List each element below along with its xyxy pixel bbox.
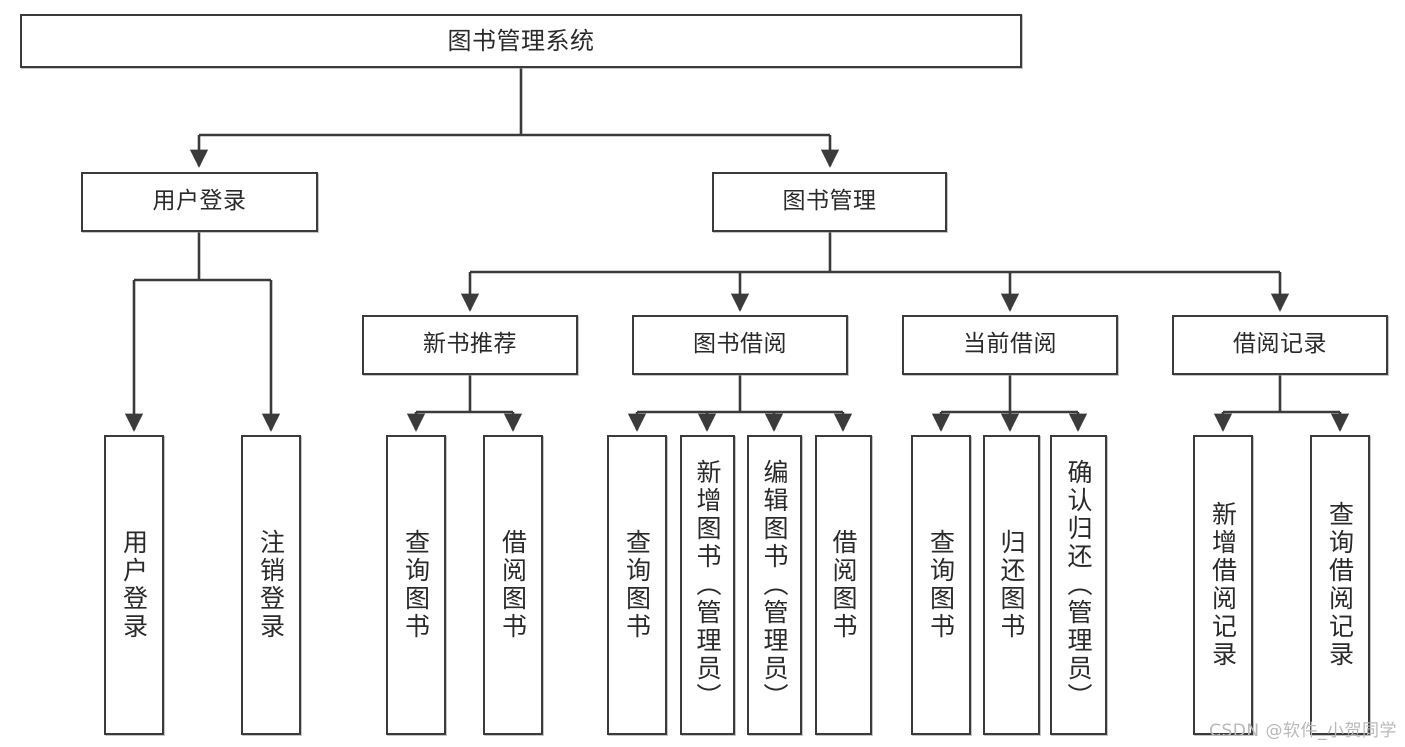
leaf-label: 借阅图书 [498,529,528,641]
node-current-borrow[interactable]: 当前借阅 [902,315,1118,375]
leaf-label: 查询图书 [401,529,431,641]
leaf-user-login-1[interactable]: 注销登录 [241,435,301,735]
leaf-label: 注销登录 [256,529,286,641]
node-current-borrow-label: 当前借阅 [963,331,1057,358]
leaf-user-login-0[interactable]: 用户登录 [104,435,164,735]
node-new-book-rec[interactable]: 新书推荐 [362,315,578,375]
watermark: CSDN @软件_小贺同学 [1209,721,1397,741]
leaf-label: 确认归还（管理员） [1064,459,1093,711]
leaf-book-borrow-1[interactable]: 新增图书（管理员） [680,435,735,735]
node-book-borrow[interactable]: 图书借阅 [632,315,848,375]
leaf-label: 用户登录 [119,529,149,641]
leaf-borrow-record-0[interactable]: 新增借阅记录 [1193,435,1253,735]
leaf-label: 查询图书 [926,529,956,641]
leaf-label: 查询图书 [622,529,652,641]
node-user-login-label: 用户登录 [152,188,247,215]
node-borrow-record[interactable]: 借阅记录 [1172,315,1388,375]
leaf-borrow-record-1[interactable]: 查询借阅记录 [1310,435,1370,735]
leaf-label: 编辑图书（管理员） [760,459,789,711]
node-book-mgmt-label: 图书管理 [782,188,877,215]
node-new-book-rec-label: 新书推荐 [423,331,517,358]
leaf-label: 归还图书 [997,529,1026,641]
leaf-label: 借阅图书 [829,529,858,641]
node-root-label: 图书管理系统 [447,26,595,55]
leaf-current-borrow-1[interactable]: 归还图书 [983,435,1040,735]
leaf-current-borrow-2[interactable]: 确认归还（管理员） [1050,435,1107,735]
node-user-login[interactable]: 用户登录 [81,172,318,232]
leaf-label: 查询借阅记录 [1325,501,1355,669]
leaf-current-borrow-0[interactable]: 查询图书 [911,435,971,735]
leaf-book-borrow-0[interactable]: 查询图书 [607,435,667,735]
node-root[interactable]: 图书管理系统 [20,14,1022,68]
leaf-label: 新增图书（管理员） [693,459,722,711]
leaf-book-borrow-3[interactable]: 借阅图书 [815,435,872,735]
node-book-borrow-label: 图书借阅 [693,331,787,358]
leaf-book-borrow-2[interactable]: 编辑图书（管理员） [747,435,802,735]
leaf-new-book-rec-0[interactable]: 查询图书 [386,435,446,735]
leaf-new-book-rec-1[interactable]: 借阅图书 [483,435,543,735]
leaf-label: 新增借阅记录 [1208,501,1238,669]
node-borrow-record-label: 借阅记录 [1233,331,1327,358]
node-book-mgmt[interactable]: 图书管理 [712,172,947,232]
